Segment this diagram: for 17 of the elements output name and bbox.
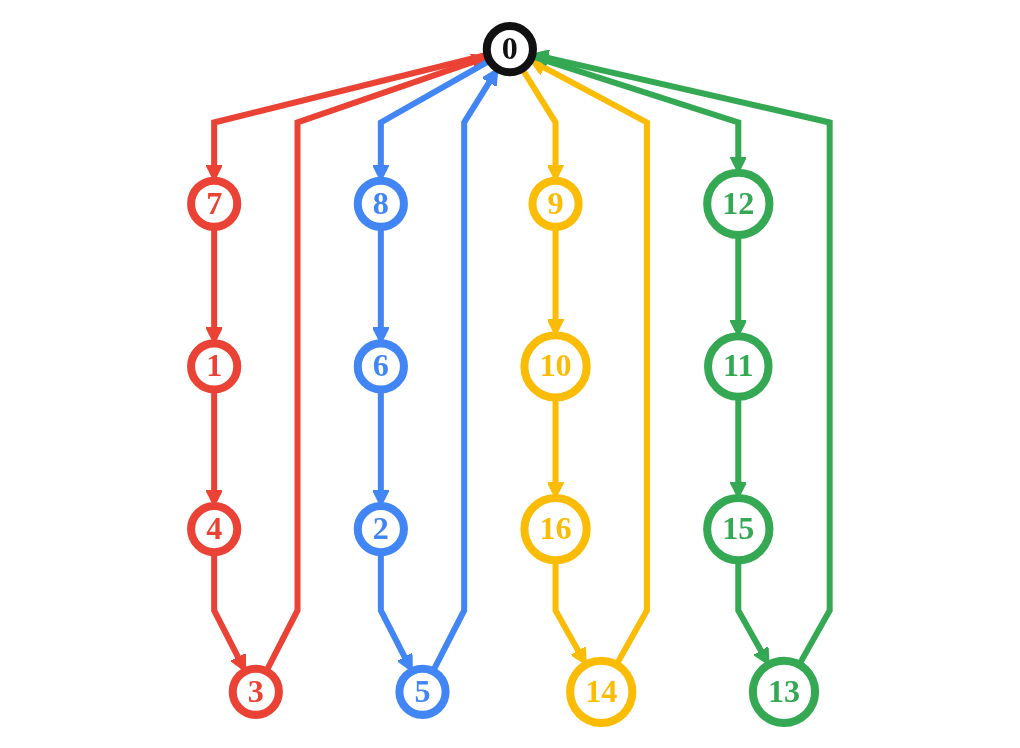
node-circle: 1 <box>186 339 241 394</box>
node-circle: 11 <box>703 332 773 401</box>
node-circle: 10 <box>520 331 591 402</box>
node-circle: 7 <box>186 176 241 231</box>
node-circle: 0 <box>482 22 537 77</box>
node-circle: 12 <box>702 168 774 239</box>
node-circle: 16 <box>520 494 591 565</box>
node-circle: 5 <box>395 664 450 719</box>
node-circle: 4 <box>186 502 241 557</box>
node-circle: 14 <box>565 656 636 727</box>
node-circle: 15 <box>702 494 774 565</box>
node-circle: 13 <box>748 656 819 727</box>
node-circle: 9 <box>528 176 583 231</box>
node-circle: 3 <box>228 664 283 719</box>
node-circle: 8 <box>353 176 408 231</box>
node-circle: 6 <box>353 339 408 394</box>
node-circle: 2 <box>353 502 408 557</box>
